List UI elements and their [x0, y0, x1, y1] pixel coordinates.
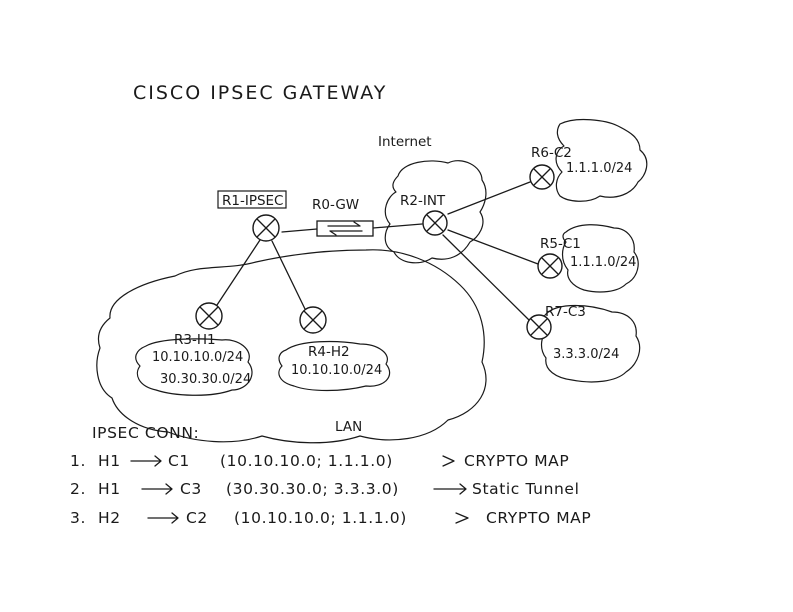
r7-label: R7-C3: [545, 304, 586, 320]
r7-network-1: 3.3.3.0/24: [553, 347, 619, 362]
router-icon[interactable]: [526, 314, 552, 340]
r6-label: R6-C2: [531, 145, 572, 161]
router-icon[interactable]: [299, 306, 327, 334]
link-r1-r0: [281, 228, 318, 233]
arrow-right-icon: [455, 512, 469, 524]
router-icon[interactable]: [529, 164, 555, 190]
rule-networks: (30.30.30.0; 3.3.3.0): [226, 480, 399, 498]
ipsec-rule-2: 2. H1 C3 (30.30.30.0; 3.3.3.0) Static Tu…: [70, 480, 579, 498]
r1-label-box: [217, 190, 287, 209]
router-icon[interactable]: [252, 214, 280, 242]
firewall-icon[interactable]: [316, 220, 374, 237]
rule-method: CRYPTO MAP: [486, 509, 591, 527]
rule-destination: C3: [180, 480, 202, 498]
c2-site-cloud: [555, 118, 648, 202]
r3-network-blob: [135, 338, 253, 396]
rule-source: H1: [98, 452, 121, 470]
ipsec-rule-1: 1. H1 C1 (10.10.10.0; 1.1.1.0) CRYPTO MA…: [70, 452, 569, 470]
rule-networks: (10.10.10.0; 1.1.1.0): [220, 452, 393, 470]
link-r2-r6: [447, 181, 531, 215]
r5-network-1: 1.1.1.0/24: [570, 255, 636, 270]
router-icon[interactable]: [422, 210, 448, 236]
internet-cloud: [384, 160, 487, 264]
rule-number: 2.: [70, 480, 86, 498]
r5-label: R5-C1: [540, 236, 581, 252]
r2-label: R2-INT: [400, 193, 446, 209]
arrow-right-icon: [147, 512, 179, 524]
r4-label: R4-H2: [308, 344, 350, 360]
link-r1-r3: [216, 239, 261, 306]
rule-number: 1.: [70, 452, 86, 470]
lan-cloud: [96, 249, 487, 444]
rule-networks: (10.10.10.0; 1.1.1.0): [234, 509, 407, 527]
ipsec-heading: IPSEC CONN:: [92, 424, 199, 442]
internet-label: Internet: [378, 134, 432, 150]
r0-label: R0-GW: [312, 197, 359, 213]
rule-source: H1: [98, 480, 121, 498]
r1-label: R1-IPSEC: [222, 193, 284, 209]
arrow-right-icon: [130, 455, 162, 467]
r6-network-1: 1.1.1.0/24: [566, 161, 632, 176]
diagram-title: CISCO IPSEC GATEWAY: [133, 82, 387, 104]
r3-network-2: 30.30.30.0/24: [160, 372, 251, 387]
lan-label: LAN: [335, 419, 362, 435]
router-icon[interactable]: [537, 253, 563, 279]
rule-source: H2: [98, 509, 121, 527]
link-r0-r2: [372, 223, 423, 229]
ipsec-rule-3: 3. H2 C2 (10.10.10.0; 1.1.1.0) CRYPTO MA…: [70, 509, 591, 527]
arrow-right-icon: [442, 455, 455, 467]
r3-label: R3-H1: [174, 332, 216, 348]
r4-network-1: 10.10.10.0/24: [291, 363, 382, 378]
arrow-right-icon: [433, 483, 467, 495]
rule-method: Static Tunnel: [472, 480, 579, 498]
r4-network-blob: [278, 340, 391, 392]
rule-destination: C2: [186, 509, 208, 527]
link-r2-r7: [442, 234, 530, 321]
link-r1-r4: [271, 240, 306, 310]
rule-number: 3.: [70, 509, 86, 527]
c1-site-cloud: [561, 224, 639, 293]
rule-destination: C1: [168, 452, 190, 470]
link-r2-r5: [447, 229, 539, 265]
arrow-right-icon: [141, 483, 173, 495]
router-icon[interactable]: [195, 302, 223, 330]
r3-network-1: 10.10.10.0/24: [152, 350, 243, 365]
rule-method: CRYPTO MAP: [464, 452, 569, 470]
